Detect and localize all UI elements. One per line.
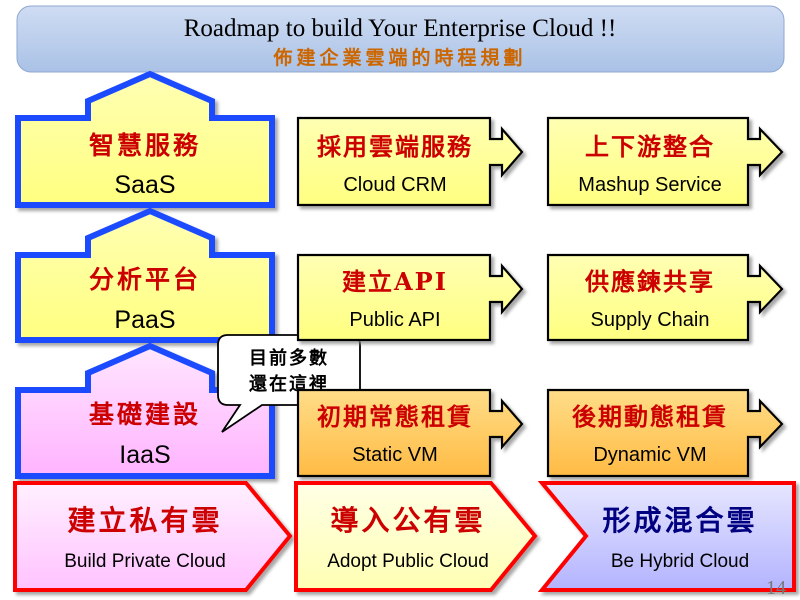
- layer-paas: [15, 207, 275, 343]
- step-cloud-crm-zh: 採用雲端服務: [317, 132, 473, 161]
- phase-hybrid-cloud-zh: 形成混合雲: [602, 504, 757, 537]
- layer-paas-en: PaaS: [114, 306, 175, 334]
- phase-public-cloud-en: Adopt Public Cloud: [327, 551, 489, 572]
- step-mashup-service-zh: 上下游整合: [585, 132, 715, 161]
- phase-public-cloud-zh: 導入公有雲: [330, 504, 485, 537]
- phase-public-cloud: [294, 481, 538, 592]
- step-supply-chain-zh: 供應鍊共享: [584, 267, 715, 296]
- layer-saas: [15, 70, 275, 208]
- phase-hybrid-cloud-en: Be Hybrid Cloud: [611, 551, 749, 572]
- layer-paas-zh: 分析平台: [89, 265, 201, 294]
- layer-saas-en: SaaS: [114, 171, 175, 199]
- step-mashup-service-en: Mashup Service: [578, 174, 721, 196]
- step-public-api-en: Public API: [349, 309, 440, 331]
- layer-iaas-shape: [15, 342, 275, 479]
- layer-saas-zh: 智慧服務: [89, 131, 201, 160]
- layer-saas-shape: [15, 70, 275, 208]
- step-supply-chain-en: Supply Chain: [591, 309, 710, 331]
- callout-line1: 目前多數: [249, 347, 329, 369]
- layer-iaas-zh: 基礎建設: [89, 400, 201, 429]
- phase-private-cloud: [13, 481, 293, 592]
- banner-title: Roadmap to build Your Enterprise Cloud !…: [184, 15, 617, 42]
- step-supply-chain: [546, 253, 784, 342]
- phase-hybrid-cloud: [537, 481, 796, 592]
- step-dynamic-vm: [546, 388, 784, 478]
- step-cloud-crm-en: Cloud CRM: [343, 174, 446, 196]
- step-static-vm: [296, 388, 524, 478]
- phase-private-cloud-en: Build Private Cloud: [64, 551, 226, 572]
- step-static-vm-en: Static VM: [352, 444, 438, 466]
- step-static-vm-zh: 初期常態租賃: [317, 402, 473, 431]
- step-public-api: [296, 253, 524, 342]
- callout-bubble: 目前多數 還在這裡: [217, 334, 361, 433]
- step-cloud-crm: [296, 116, 524, 207]
- page-number: 14: [766, 577, 786, 599]
- phase-private-cloud-zh: 建立私有雲: [67, 504, 222, 537]
- step-public-api-zh: 建立API: [342, 267, 448, 296]
- layer-iaas: [15, 342, 275, 479]
- layer-paas-shape: [15, 207, 275, 343]
- step-mashup-service: [546, 116, 784, 207]
- step-dynamic-vm-en: Dynamic VM: [593, 444, 706, 466]
- title-banner: Roadmap to build Your Enterprise Cloud !…: [16, 5, 785, 73]
- step-dynamic-vm-zh: 後期動態租賃: [572, 402, 728, 431]
- banner-subtitle: 佈建企業雲端的時程規劃: [272, 46, 526, 69]
- layer-iaas-en: IaaS: [119, 441, 170, 469]
